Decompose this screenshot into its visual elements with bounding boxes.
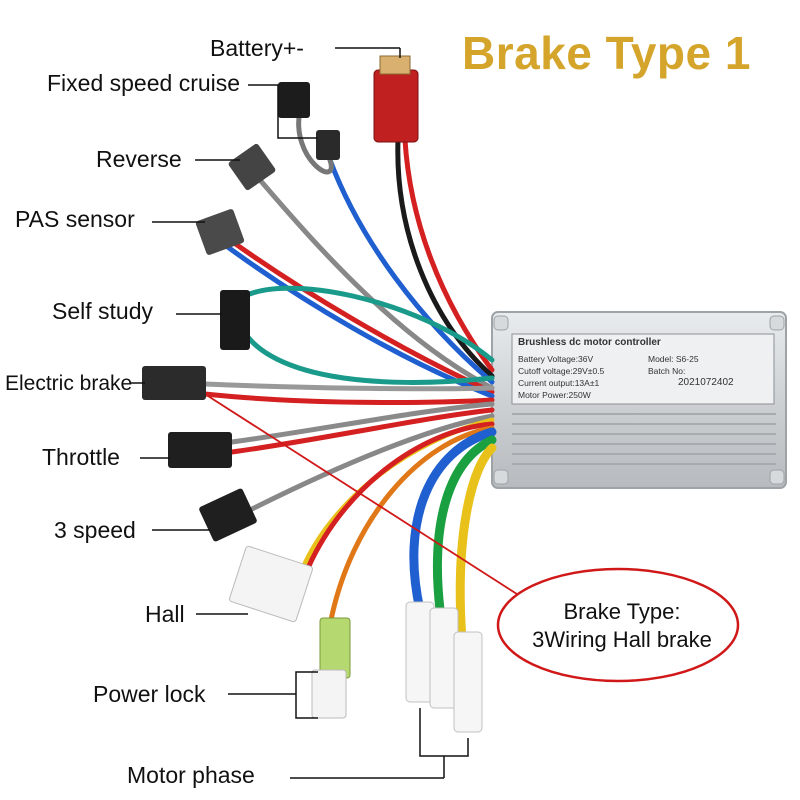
- label-hall: Hall: [145, 601, 185, 627]
- self-study-teal-wire: [235, 285, 495, 363]
- phase-yellow-wire: [455, 443, 497, 645]
- plate-current-output: Current output:13A±1: [518, 378, 600, 388]
- plate-cutoff-voltage: Cutoff voltage:29V±0.5: [518, 366, 605, 376]
- label-electric-brake: Electric brake: [5, 372, 133, 395]
- motor-controller: [491, 311, 787, 489]
- cruise-blue-wire: [327, 157, 495, 385]
- speed-connector: [199, 488, 257, 542]
- battery-black-wire: [395, 137, 495, 379]
- label-fixed-speed-cruise: Fixed speed cruise: [47, 70, 241, 96]
- brake-callout-text: Brake Type: 3Wiring Hall brake: [522, 598, 722, 653]
- leader-lines: [131, 47, 469, 779]
- label-power-lock: Power lock: [93, 681, 206, 707]
- label-throttle: Throttle: [42, 444, 120, 470]
- plate-model: Model: S6-25: [648, 354, 699, 364]
- throttle-gray-wire: [229, 401, 495, 445]
- pas-connector: [195, 209, 245, 255]
- power-lock-sleeve: [311, 669, 347, 719]
- plate-batch-label: Batch No:: [648, 366, 686, 376]
- phase-green-wire: [433, 435, 497, 615]
- controller-label-plate: [511, 333, 775, 405]
- speed-gray-wire: [247, 413, 495, 513]
- cruise-leader: [248, 84, 318, 139]
- brake-gray-wire: [202, 381, 495, 392]
- plate-motor-power: Motor Power:250W: [518, 390, 591, 400]
- reverse-gray-wire: [257, 177, 495, 391]
- label-reverse: Reverse: [96, 146, 182, 172]
- brake-callout-line1: Brake Type:: [563, 599, 681, 624]
- plate-header: Brushless dc motor controller: [518, 337, 661, 348]
- diagram-title: Brake Type 1: [462, 27, 751, 79]
- brake-callout-line2: 3Wiring Hall brake: [532, 626, 712, 652]
- label-battery: Battery+-: [210, 35, 304, 61]
- label-pas-sensor: PAS sensor: [15, 206, 135, 232]
- label-3-speed: 3 speed: [54, 517, 136, 543]
- controller-mount-tab-right: [769, 315, 785, 331]
- battery-connector-prongs: [379, 55, 411, 75]
- power-lock-bracket: [295, 671, 318, 719]
- wire-bundle: [202, 107, 497, 645]
- electric-brake-connector: [142, 366, 206, 400]
- plate-battery-voltage: Battery Voltage:36V: [518, 354, 594, 364]
- cruise-gray-wire: [296, 107, 334, 175]
- phase-blue-wire: [409, 427, 497, 615]
- label-motor-phase: Motor phase: [127, 762, 255, 788]
- brake-callout-bubble: [496, 567, 740, 683]
- plate-batch-number: 2021072402: [678, 377, 734, 388]
- battery-red-wire: [402, 137, 495, 373]
- cruise-connector: [278, 82, 310, 118]
- connectors: [142, 55, 483, 733]
- power-orange-wire: [327, 425, 495, 628]
- heat-sink-fins: [512, 413, 776, 465]
- power-lock-terminal: [319, 617, 351, 679]
- brake-callout-pointer: [207, 395, 521, 597]
- throttle-red-wire: [229, 407, 495, 455]
- controller-mount-tab-bottom-right: [769, 469, 785, 485]
- self-study-connector: [220, 290, 250, 350]
- cruise-connector-2: [316, 130, 340, 160]
- controller-mount-tab-left: [493, 315, 509, 331]
- throttle-connector: [168, 432, 232, 468]
- reverse-connector: [228, 143, 276, 191]
- label-self-study: Self study: [52, 298, 153, 324]
- hall-connector: [229, 545, 313, 623]
- pas-red-wire: [227, 237, 495, 395]
- self-study-teal-wire-2: [235, 317, 495, 385]
- brake-red-wire: [202, 391, 495, 405]
- battery-connector: [373, 69, 419, 143]
- hall-red-wire: [302, 421, 495, 578]
- controller-mount-tab-bottom-left: [493, 469, 509, 485]
- phase-connector-yellow: [453, 631, 483, 733]
